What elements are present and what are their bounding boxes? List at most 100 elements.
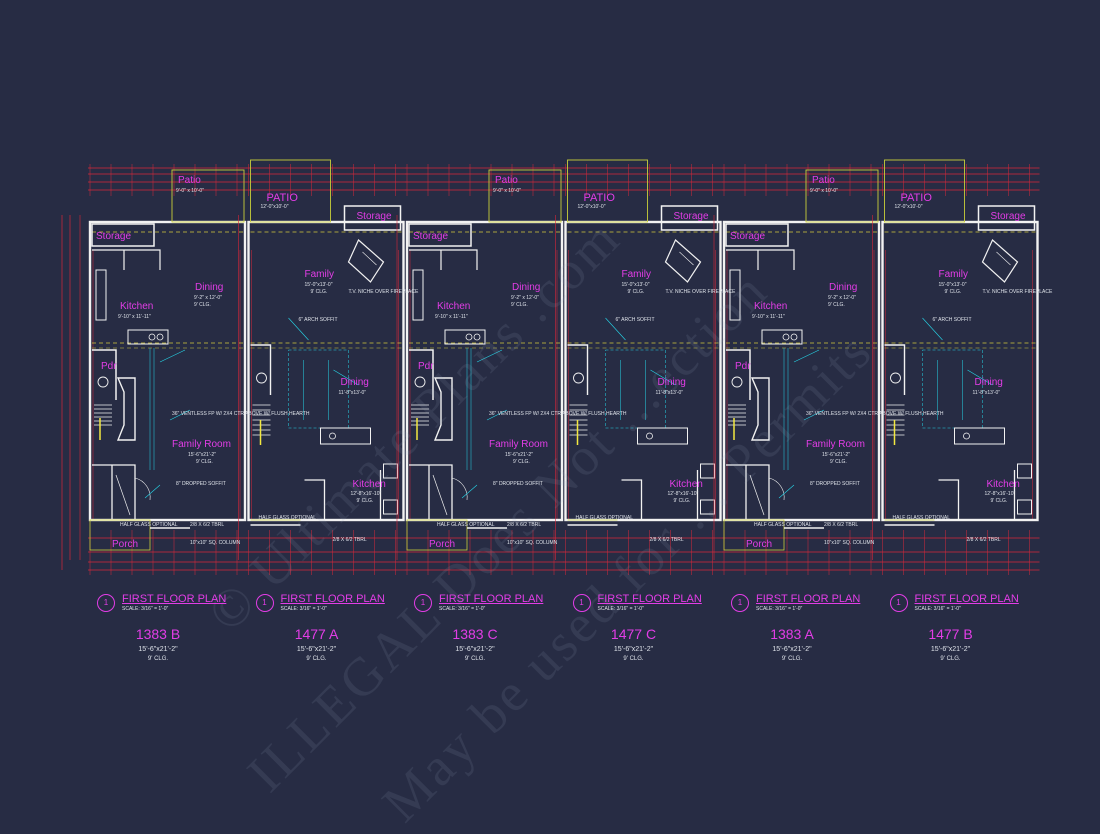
room-clg-family-room: 9' CLG.: [513, 459, 530, 465]
arch-note: 6" ARCH SOFFIT: [615, 317, 655, 323]
annotation-leader: [288, 317, 359, 386]
room-dims-patio: 12'-0"x10'-0": [894, 204, 923, 210]
sink-icon: [329, 432, 336, 440]
unit-name: 1477 A: [294, 626, 339, 642]
unit-name: 1383 A: [770, 626, 814, 642]
soffit-note: 8" DROPPED SOFFIT: [493, 481, 543, 487]
annotation-leader: [461, 349, 508, 499]
room-dims-patio: 12'-0"x10'-0": [260, 204, 289, 210]
arch-note: 6" ARCH SOFFIT: [298, 317, 338, 323]
sink-icon: [473, 333, 481, 341]
room-label-family: Family: [621, 269, 651, 280]
door-swing: [749, 474, 765, 516]
fireplace-line: [679, 251, 694, 266]
storage-wall: [725, 223, 789, 247]
storage-wall: [343, 205, 402, 231]
fireplace-line: [996, 251, 1011, 266]
room-label-dining: Dining: [340, 377, 369, 388]
soffit-note: 8" DROPPED SOFFIT: [176, 481, 226, 487]
room-clg-family-room: 9' CLG.: [196, 459, 213, 465]
kitchen-island: [761, 329, 803, 345]
unit-ceiling: 9' CLG.: [306, 656, 327, 662]
unit-ceiling: 9' CLG.: [623, 656, 644, 662]
soffit-outline: [922, 349, 983, 429]
plan-scale: SCALE: 3/16" = 1'-0": [597, 606, 644, 612]
stair-wall: [250, 344, 272, 395]
room-label-storage: Storage: [673, 211, 709, 222]
unit-name: 1383 C: [452, 626, 498, 642]
door-swing: [432, 474, 448, 516]
plan-scale: SCALE: 3/16" = 1'-0": [280, 606, 327, 612]
niche-note: T.V. NICHE OVER FIREPLACE: [665, 289, 736, 295]
plan-title: FIRST FLOOR PLAN: [280, 593, 385, 605]
unit-name: 1477 B: [928, 626, 973, 642]
room-label-kitchen: Kitchen: [669, 479, 703, 490]
room-label-porch: Porch: [746, 539, 773, 550]
room-dims-family: 15'-0"x13'-0": [621, 282, 650, 288]
column-note: 10"x10" SQ. COLUMN: [824, 540, 875, 546]
storage-wall: [91, 223, 155, 247]
annotation-leader: [605, 317, 676, 386]
room-dims-kitchen: 9'-10" x 11'-11": [752, 314, 785, 320]
door-swing: [134, 477, 151, 501]
storage-wall: [660, 205, 719, 231]
room-dims-patio: 9'-0" x 10'-0": [176, 188, 204, 194]
fridge-icon: [1017, 499, 1032, 515]
room-dims-kitchen: 12'-8"x16'-10": [667, 491, 699, 497]
room-label-kitchen: Kitchen: [986, 479, 1020, 490]
room-clg-dining: 9' CLG.: [511, 302, 528, 308]
patio-outline: [884, 159, 965, 223]
arch-note: 6" ARCH SOFFIT: [932, 317, 972, 323]
door-swing: [768, 477, 785, 501]
column-note: 10"x10" SQ. COLUMN: [507, 540, 558, 546]
unit-ceiling: 9' CLG.: [781, 656, 803, 662]
room-label-family: Family: [938, 269, 968, 280]
room-dims-patio: 12'-0"x10'-0": [577, 204, 606, 210]
powder-room-wall: [726, 349, 751, 400]
room-dims-dining: 9'-2" x 12'-0": [194, 295, 222, 301]
room-label-storage: Storage: [96, 231, 132, 242]
door-note: 2/8 X 6/2 TBRL: [332, 537, 367, 543]
plan-title: FIRST FLOOR PLAN: [122, 593, 227, 605]
plan-scale: SCALE: 3/16" = 1'-0": [756, 606, 803, 612]
soffit-outline: [288, 349, 349, 429]
room-label-patio: PATIO: [583, 192, 615, 204]
soffit-line: [783, 348, 789, 470]
room-dims-kitchen: 9'-10" x 11'-11": [435, 314, 468, 320]
room-dims-patio: 9'-0" x 10'-0": [810, 188, 838, 194]
soffit-note: 8" DROPPED SOFFIT: [810, 481, 860, 487]
unit-name: 1477 C: [610, 626, 657, 642]
room-label-patio: Patio: [812, 175, 835, 186]
room-dims-family-room: 15'-6"x21'-2": [822, 452, 850, 458]
room-label-pdr: Pdr: [418, 361, 434, 372]
fireplace-line: [362, 251, 377, 266]
sink-icon: [156, 333, 164, 341]
window-note: HALF GLASS OPTIONAL: [892, 515, 951, 521]
window-note: HALF GLASS OPTIONAL: [754, 522, 812, 528]
patio-outline: [171, 169, 245, 223]
exterior-wall: [88, 220, 247, 522]
door-note: 2/8 X 6/2 TBRL: [649, 537, 684, 543]
room-label-kitchen: Kitchen: [754, 301, 788, 312]
soffit-line: [149, 348, 155, 470]
room-label-patio: Patio: [178, 175, 201, 186]
room-label-kitchen: Kitchen: [437, 301, 471, 312]
kitchen-counter: [412, 269, 424, 321]
plan-number-circle: 1: [414, 594, 432, 612]
room-dims-family-room: 15'-6"x21'-2": [505, 452, 533, 458]
toilet-icon: [97, 376, 109, 388]
room-dims-patio: 9'-0" x 10'-0": [493, 188, 521, 194]
kitchen-island: [127, 329, 169, 345]
kitchen-counter: [729, 269, 741, 321]
toilet-icon: [890, 372, 901, 384]
room-label-storage: Storage: [413, 231, 449, 242]
room-label-family-room: Family Room: [172, 439, 231, 450]
room-clg-kitchen: 9' CLG.: [990, 498, 1008, 504]
annotation-leader: [778, 349, 825, 499]
door-swing: [451, 477, 468, 501]
sink-icon: [646, 432, 653, 440]
soffit-line: [466, 348, 472, 470]
fireplace-icon: [981, 239, 1019, 283]
room-label-family: Family: [304, 269, 334, 280]
